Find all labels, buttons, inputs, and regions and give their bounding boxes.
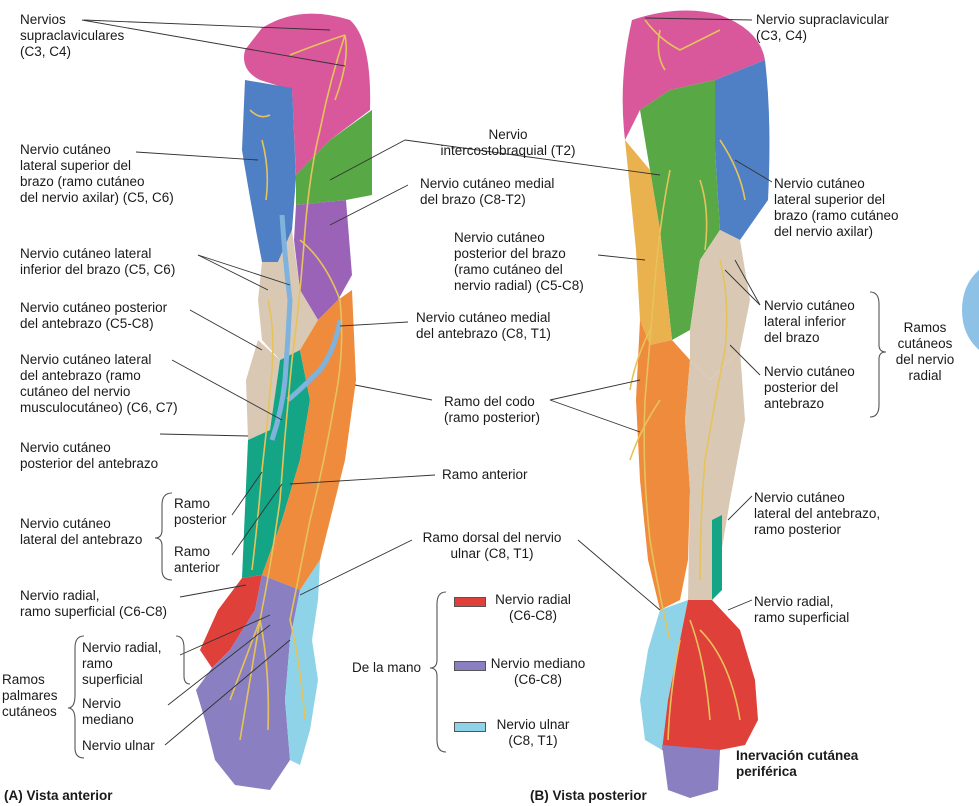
legend-radial-label: Nervio radial (C6-C8): [495, 592, 571, 623]
label-palmar-median: Nervio mediano: [82, 696, 134, 727]
legend-swatch-median: [454, 661, 486, 671]
anterior-hand-radial: [200, 575, 262, 668]
label-posterior-supraclavicular: Nervio supraclavicular (C3, C4): [756, 12, 889, 43]
label-ramo-codo: Ramo del codo (ramo posterior): [444, 394, 541, 425]
label-ramo-posterior: Ramo posterior: [174, 496, 227, 527]
label-anterior-posterior-forearm-2: Nervio cutáneo posterior del antebrazo: [20, 440, 159, 471]
anterior-lateral-forearm-region: [242, 350, 310, 578]
label-posterior-posterior-forearm: Nervio cutáneo posterior del antebrazo: [764, 364, 855, 411]
anterior-medial-forearm-region: [262, 290, 356, 590]
posterior-hand-ulnar: [640, 600, 688, 750]
label-medial-forearm: Nervio cutáneo medial del antebrazo (C8,…: [416, 310, 551, 341]
leader-lines: [81, 17, 773, 746]
label-anterior-lateral-superior: Nervio cutáneo lateral superior del braz…: [20, 142, 174, 205]
label-posterior-brachial: Nervio cutáneo posterior del brazo (ramo…: [454, 230, 584, 293]
anterior-arm: [196, 13, 372, 790]
posterior-intercostobrachial-region: [640, 80, 720, 340]
label-anterior-lateral-forearm: Nervio cutáneo lateral del antebrazo (ra…: [20, 352, 178, 415]
label-palmar-ulnar: Nervio ulnar: [82, 738, 155, 753]
anterior-hand-median: [196, 575, 300, 790]
posterior-hand-median-tips: [662, 745, 720, 798]
caption-anterior: (A) Vista anterior: [4, 788, 113, 803]
label-anterior-lateral-inferior: Nervio cutáneo lateral inferior del braz…: [20, 246, 176, 277]
anterior-medial-brachial-region: [294, 200, 352, 320]
anterior-hand-ulnar: [285, 560, 320, 765]
posterior-hand-radial: [662, 600, 758, 760]
anterior-intercostobrachial-region: [296, 110, 372, 205]
label-posterior-radial-superficial: Nervio radial, ramo superficial: [754, 594, 850, 625]
legend-group-label: De la mano: [352, 660, 422, 675]
posterior-arm: [622, 10, 770, 798]
label-posterior-lateral-inferior: Nervio cutáneo lateral inferior del braz…: [764, 298, 855, 345]
caption-posterior: (B) Vista posterior: [530, 788, 647, 803]
legend-swatch-radial: [454, 597, 486, 607]
label-anterior-supraclavicular: Nervios supraclaviculares (C3, C4): [20, 12, 125, 59]
brackets: [67, 291, 887, 759]
label-intercostobrachial: Nervio intercostobraquial (T2): [440, 127, 576, 158]
label-anterior-posterior-forearm: Nervio cutáneo posterior del antebrazo (…: [20, 300, 168, 331]
label-ramo-anterior-left: Ramo anterior: [174, 544, 220, 575]
label-dorsal-ulnar: Ramo dorsal del nervio ulnar (C8, T1): [422, 530, 562, 561]
posterior-posterior-brachial-region: [625, 140, 672, 345]
posterior-lateral-forearm-region: [712, 515, 722, 600]
legend-swatch-ulnar: [454, 722, 486, 732]
label-medial-brachial: Nervio cutáneo medial del brazo (C8-T2): [420, 176, 555, 207]
title-peripheral: Inervación cutánea periférica: [736, 748, 859, 779]
edge-decoration: [962, 270, 979, 350]
label-posterior-lateral-superior: Nervio cutáneo lateral superior del braz…: [774, 176, 899, 239]
label-ramo-anterior-center: Ramo anterior: [442, 467, 528, 482]
label-ramos-palmares: Ramos palmares cutáneos: [2, 672, 58, 719]
label-anterior-radial-superficial: Nervio radial, ramo superficial (C6-C8): [20, 588, 168, 619]
label-anterior-lateral-forearm-2: Nervio cutáneo lateral del antebrazo: [20, 516, 143, 547]
anterior-axillary-region: [242, 80, 296, 262]
label-ramos-radial: Ramos cutáneos del nervio radial: [895, 320, 955, 383]
legend-median-label: Nervio mediano (C6-C8): [490, 656, 586, 687]
legend-ulnar-label: Nervio ulnar (C8, T1): [496, 717, 570, 748]
anterior-posterior-forearm-region: [246, 340, 280, 440]
posterior-lateral-inferior-region: [690, 230, 750, 380]
label-palmar-radial: Nervio radial, ramo superficial: [82, 640, 162, 687]
posterior-axillary-region: [715, 60, 770, 240]
label-posterior-lateral-forearm: Nervio cutáneo lateral del antebrazo, ra…: [754, 490, 881, 537]
